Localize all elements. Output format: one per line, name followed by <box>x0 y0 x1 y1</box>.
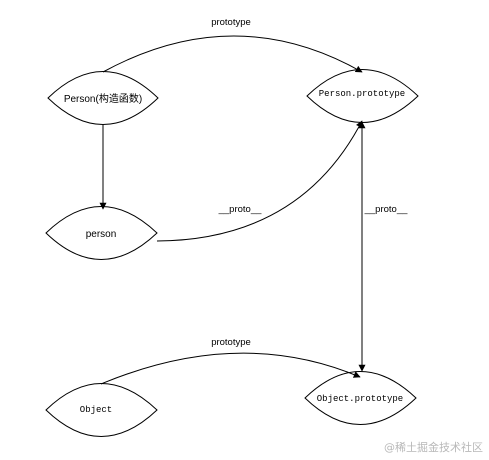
node-person-instance[interactable] <box>45 206 158 260</box>
node-person-constructor-label: Person(构造函数) <box>64 92 142 105</box>
node-person-prototype[interactable] <box>306 69 419 123</box>
node-object-prototype[interactable] <box>304 371 417 425</box>
edge-object-to-object-prototype <box>100 352 361 385</box>
watermark-text: @稀土掘金技术社区 <box>384 441 483 454</box>
node-person-constructor[interactable] <box>47 71 159 125</box>
node-object-prototype-label: Object.prototype <box>317 394 403 404</box>
edge-instance-to-prototype <box>156 120 363 242</box>
node-object-label: Object <box>80 405 112 415</box>
edge-label-top-prototype: prototype <box>211 17 251 28</box>
node-person-prototype-label: Person.prototype <box>319 89 405 99</box>
edge-label-person-proto: __proto__ <box>218 204 263 215</box>
edge-label-bottom-prototype: prototype <box>211 337 251 348</box>
edge-constructor-to-prototype <box>102 35 363 73</box>
edge-label-prototype-proto: __proto__ <box>364 204 409 215</box>
node-object[interactable] <box>45 383 158 437</box>
node-person-instance-label: person <box>86 229 117 240</box>
